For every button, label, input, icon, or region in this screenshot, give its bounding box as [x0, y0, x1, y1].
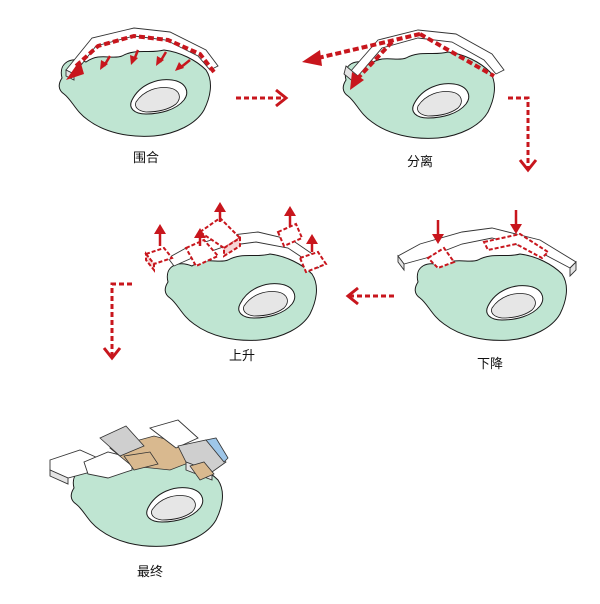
label-enclose: 围合	[133, 151, 159, 166]
stage-descend: 下降	[397, 210, 577, 372]
enclose-inward-arrows	[100, 49, 191, 71]
island-rise	[164, 253, 317, 341]
flow-arrow-enclose-to-separate	[236, 88, 289, 108]
final-building	[49, 419, 229, 485]
block-sunk-right	[482, 232, 550, 260]
island-separate	[342, 51, 495, 139]
roof-side-descend	[397, 254, 577, 278]
separate-arrow-down	[356, 40, 394, 80]
block-sunk-left	[426, 246, 456, 270]
stage-final: 最终	[49, 419, 229, 580]
stage-enclose: 围合	[58, 27, 219, 166]
flow-arrow-separate-to-descend	[508, 96, 538, 173]
enclose-arrow-head	[66, 60, 84, 80]
raised-blocks	[144, 216, 328, 274]
label-final: 最终	[137, 564, 163, 580]
separate-arrow-right	[419, 32, 495, 78]
pond-shade-separate	[417, 91, 462, 117]
label-separate: 分离	[407, 154, 433, 170]
separate-arrow-left-head	[302, 50, 322, 66]
label-descend: 下降	[477, 357, 503, 372]
flow-arrow-rise-to-final	[102, 282, 132, 361]
pond-shade-descend	[491, 293, 536, 319]
island-enclose	[58, 49, 211, 137]
enclose-arrow	[74, 33, 216, 74]
rise-arrows	[154, 202, 318, 252]
stage-separate: 分离	[302, 29, 505, 170]
island-descend	[414, 253, 567, 341]
descend-arrows	[432, 210, 522, 244]
separate-arrow-down-head	[350, 72, 364, 90]
stage-rise: 上升	[144, 202, 328, 364]
pond-shade-enclose	[135, 87, 180, 113]
label-rise: 上升	[229, 349, 255, 364]
pond-shade-rise	[243, 291, 288, 317]
flow-arrow-descend-to-rise	[345, 286, 394, 306]
pond-shade-final	[151, 495, 196, 521]
